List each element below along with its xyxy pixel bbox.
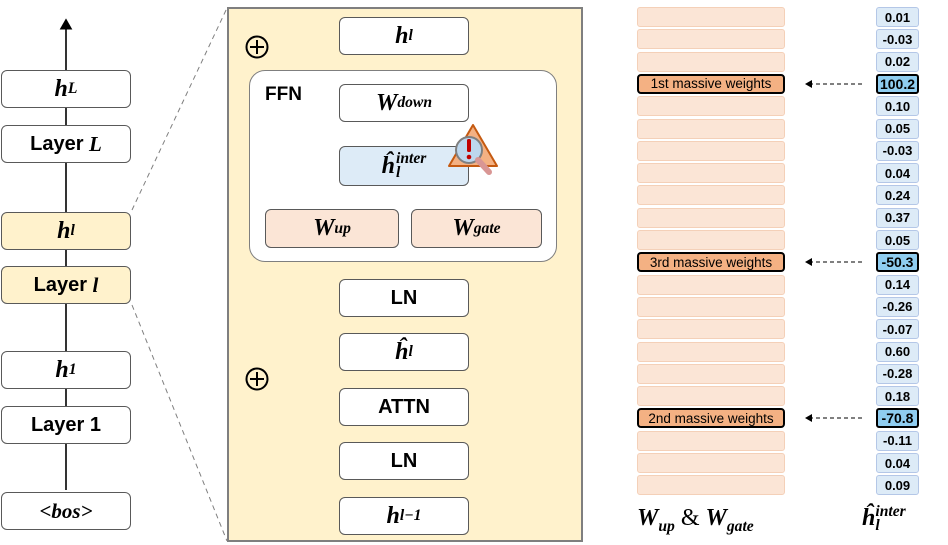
value-cell: 0.01 xyxy=(876,7,919,27)
value-cell: -0.28 xyxy=(876,363,919,384)
weight-row xyxy=(637,230,785,250)
warning-search-icon xyxy=(447,122,503,178)
weight-row xyxy=(637,118,785,139)
weight-row xyxy=(637,386,785,407)
value-cell: 0.09 xyxy=(876,475,919,496)
value-cell: 0.04 xyxy=(876,453,919,473)
value-cell: -0.03 xyxy=(876,140,919,161)
massive-value-cell: 100.2 xyxy=(876,73,919,94)
stack-layer-L: Layer L xyxy=(1,125,131,163)
weight-row xyxy=(637,140,785,161)
weight-row xyxy=(637,7,785,27)
weight-row xyxy=(637,475,785,496)
value-cell: 0.05 xyxy=(876,118,919,139)
value-cell: 0.60 xyxy=(876,341,919,362)
value-cell: 0.14 xyxy=(876,274,919,295)
massive-value-cell: -70.8 xyxy=(876,408,919,429)
weight-row xyxy=(637,274,785,295)
value-cell: 0.10 xyxy=(876,96,919,117)
value-cell: 0.05 xyxy=(876,230,919,250)
value-cell: 0.24 xyxy=(876,185,919,206)
attn-box: ATTN xyxy=(339,388,469,426)
weight-row xyxy=(637,96,785,117)
stack-bos: <bos> xyxy=(1,492,131,530)
oplus-icon xyxy=(245,367,269,391)
weight-row xyxy=(637,296,785,317)
value-cell: -0.26 xyxy=(876,296,919,317)
weight-row xyxy=(637,341,785,362)
value-cell: -0.03 xyxy=(876,29,919,50)
massive-value-cell: -50.3 xyxy=(876,252,919,273)
massive-weight-row: 3rd massive weights xyxy=(637,252,785,273)
value-cell: -0.11 xyxy=(876,430,919,451)
weight-row xyxy=(637,51,785,72)
ffn-label: FFN xyxy=(265,84,302,105)
stack-layer-l: Layer l xyxy=(1,266,131,304)
weight-row xyxy=(637,207,785,228)
weight-row xyxy=(637,363,785,384)
massive-weight-row: 1st massive weights xyxy=(637,73,785,94)
stack-layer-1: Layer 1 xyxy=(1,406,131,444)
value-cell: 0.37 xyxy=(876,207,919,228)
ln-bottom-box: LN xyxy=(339,442,469,480)
massive-weight-row: 2nd massive weights xyxy=(637,408,785,429)
value-cell: 0.18 xyxy=(876,386,919,407)
weight-row xyxy=(637,430,785,451)
oplus-icon xyxy=(245,35,269,59)
weight-row xyxy=(637,163,785,184)
weight-row xyxy=(637,185,785,206)
caption-weights: Wup & Wgate xyxy=(637,505,754,535)
value-cell: 0.02 xyxy=(876,51,919,72)
weight-row xyxy=(637,29,785,50)
value-cell: 0.04 xyxy=(876,163,919,184)
weight-row xyxy=(637,453,785,473)
value-cell: -0.07 xyxy=(876,319,919,340)
ln-top-box: LN xyxy=(339,279,469,317)
weight-row xyxy=(637,319,785,340)
